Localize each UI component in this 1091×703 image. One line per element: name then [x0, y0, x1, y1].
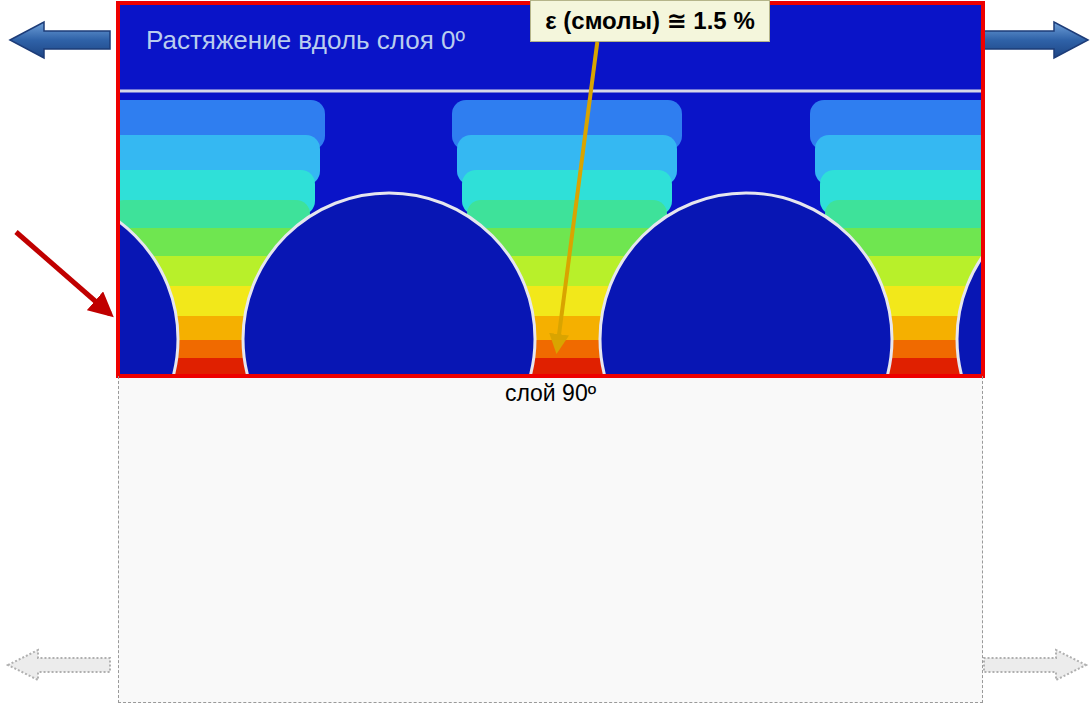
- fibre: [957, 193, 981, 374]
- load-arrow-faded: [984, 650, 1086, 680]
- load-arrow: [981, 22, 1088, 58]
- fibre: [600, 193, 892, 374]
- node-text: слой 90º: [119, 380, 982, 407]
- node-text: ε (смолы) ≅ 1.5 %: [545, 7, 754, 35]
- layer-ground: [118, 376, 983, 703]
- ply-90-panel: слой 90º: [118, 376, 983, 703]
- load-arrow-faded: [8, 650, 110, 680]
- pointer-arrow: [16, 232, 110, 314]
- fibre: [243, 193, 535, 374]
- fibre: [120, 193, 178, 374]
- contour-field: [120, 5, 981, 374]
- value-callout: ε (смолы) ≅ 1.5 %: [530, 0, 769, 42]
- ply-0-panel: Растяжение вдоль слоя 0º: [116, 1, 985, 378]
- leader-arrow: [557, 42, 597, 350]
- load-arrow: [10, 22, 110, 58]
